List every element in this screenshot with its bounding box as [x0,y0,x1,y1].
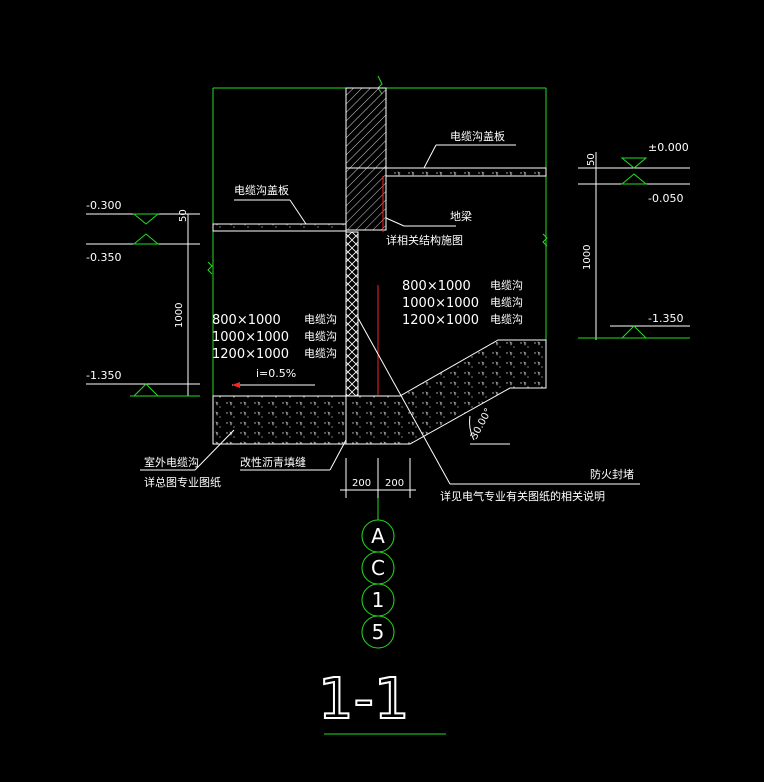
trench-right-2: 电缆沟 [490,296,523,309]
elev-right-top: ±0.000 [648,141,689,154]
axis-bubble-4: 5 [372,620,385,644]
trench-right-3: 电缆沟 [490,313,523,326]
ground-beam [345,167,387,231]
label-see-structure: 详相关结构施图 [386,233,463,247]
dim-200-b: 200 [385,478,404,489]
frame-lines [207,75,548,444]
trench-left-3: 电缆沟 [304,347,337,360]
trench-left-1: 电缆沟 [304,313,337,326]
axis-bubble-1: A [371,524,385,548]
dim-50-left: 50 [178,209,189,222]
section-title: 1-1 [318,667,409,732]
trench-right-1: 电缆沟 [490,279,523,292]
axis-bubble-3: 1 [372,588,385,612]
bottom-slab [212,339,547,445]
size-right-3: 1200×1000 [402,313,479,328]
size-left-2: 1000×1000 [212,330,289,345]
elev-left-top: -0.300 [86,199,121,212]
size-right-1: 800×1000 [402,279,471,294]
elev-right-mid: -0.050 [648,192,683,205]
trench-left-2: 电缆沟 [304,330,337,343]
fire-seal [345,231,359,397]
size-left-3: 1200×1000 [212,347,289,362]
dim-50-right: 50 [586,153,597,166]
label-asphalt: 改性沥青填缝 [240,455,306,469]
label-see-general: 详总图专业图纸 [144,475,221,489]
size-left-1: 800×1000 [212,313,281,328]
label-ground-beam: 地梁 [450,209,472,223]
slope-label: i=0.5% [256,367,296,380]
bottom-dimensions [340,458,416,498]
elev-left-bot: -1.350 [86,369,121,382]
label-firewall: 防火封堵 [590,467,634,481]
upper-wall [345,87,387,169]
right-dimensions [578,152,690,340]
dim-200-a: 200 [352,478,371,489]
elev-right-bot: -1.350 [648,312,683,325]
size-right-2: 1000×1000 [402,296,479,311]
label-see-electrical: 详见电气专业有关图纸的相关说明 [440,489,605,503]
left-dimensions [86,213,200,397]
cover-plate-left [212,223,347,232]
label-cover-right: 电缆沟盖板 [450,129,505,143]
leaders [140,144,640,485]
cover-plate-right [385,167,547,177]
axis-bubbles: A C 1 5 [361,519,395,649]
axis-bubble-2: C [371,556,385,580]
label-outdoor-trench: 室外电缆沟 [144,455,199,469]
elev-left-mid: -0.350 [86,251,121,264]
dim-1000-right: 1000 [582,245,593,270]
label-cover-left: 电缆沟盖板 [234,183,289,197]
angle-label: 30.00° [469,407,495,442]
dim-1000-left: 1000 [174,303,185,328]
